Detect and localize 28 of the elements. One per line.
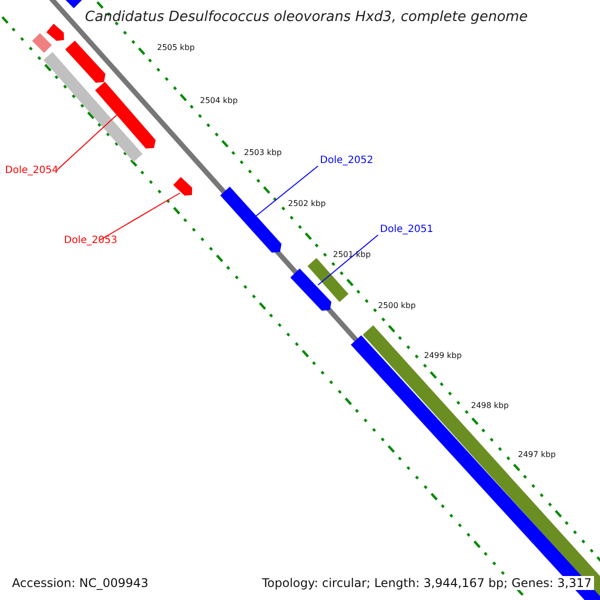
gene-bar	[308, 258, 348, 302]
gene-label: Dole_2051	[380, 225, 434, 235]
leader-line	[318, 234, 378, 286]
gene-bar	[32, 33, 52, 53]
leader-line	[256, 166, 318, 216]
gene-bar	[44, 52, 142, 162]
gene-block	[290, 268, 332, 311]
leader-line	[100, 192, 180, 240]
gene-label: Dole_2053	[64, 236, 118, 246]
scale-tick-label: 2498 kbp	[471, 402, 509, 410]
scale-tick-label: 2502 kbp	[288, 200, 326, 208]
scale-tick-label: 2501 kbp	[333, 251, 371, 259]
gene-label: Dole_2054	[5, 166, 58, 176]
gene-block	[46, 24, 64, 41]
gene-block	[65, 40, 106, 83]
scale-tick-label: 2500 kbp	[378, 302, 416, 310]
footer-text: Accession: NC_009943	[10, 576, 150, 590]
scale-tick-label: 2503 kbp	[244, 149, 282, 157]
gene-block	[220, 186, 282, 253]
gene-label: Dole_2052	[320, 156, 374, 166]
gene-block	[95, 82, 156, 148]
scale-tick-label: 2505 kbp	[157, 44, 195, 52]
gene-block	[173, 177, 192, 196]
scale-tick-label: 2504 kbp	[200, 97, 238, 105]
scale-tick-label: 2499 kbp	[424, 352, 462, 360]
scale-tick-label: 2497 kbp	[518, 451, 556, 459]
footer-text: Topology: circular; Length: 3,944,167 bp; Genes: 3,317	[260, 576, 594, 590]
diagram-title: Candidatus Desulfococcus oleovorans Hxd3, complete genome	[85, 10, 528, 24]
